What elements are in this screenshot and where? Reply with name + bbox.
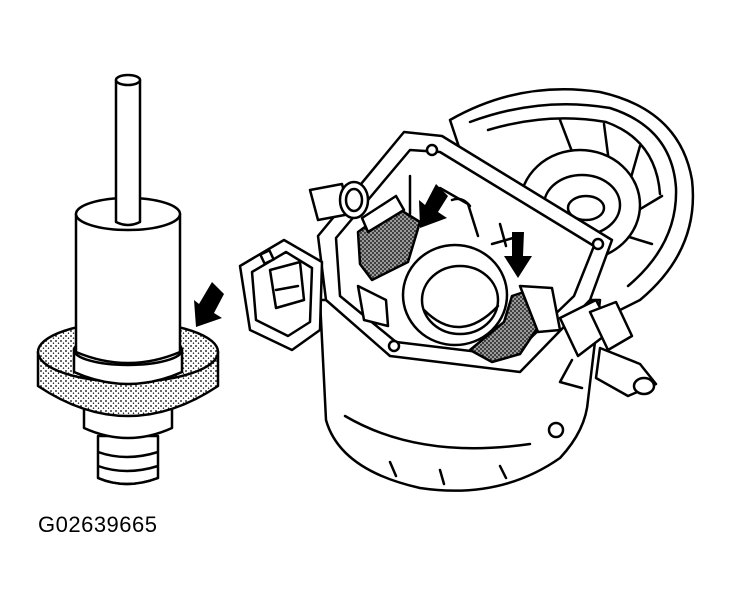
callout-arrow-right-brush xyxy=(504,232,532,278)
central-bore xyxy=(401,243,509,347)
cylinder-body xyxy=(74,212,182,365)
terminal-lead xyxy=(558,298,658,398)
sensor-assembly xyxy=(36,73,220,486)
callout-arrow-seal xyxy=(194,282,224,327)
callout-arrow-left-brush xyxy=(419,184,448,228)
brush-left xyxy=(356,194,422,328)
threaded-stub xyxy=(96,434,160,486)
housing-assembly xyxy=(238,87,695,492)
brush-right xyxy=(468,284,562,364)
mounting-pin xyxy=(308,180,370,222)
shaft xyxy=(114,78,142,227)
connector-plug xyxy=(238,238,324,352)
figure-id-label: G02639665 xyxy=(38,512,158,537)
